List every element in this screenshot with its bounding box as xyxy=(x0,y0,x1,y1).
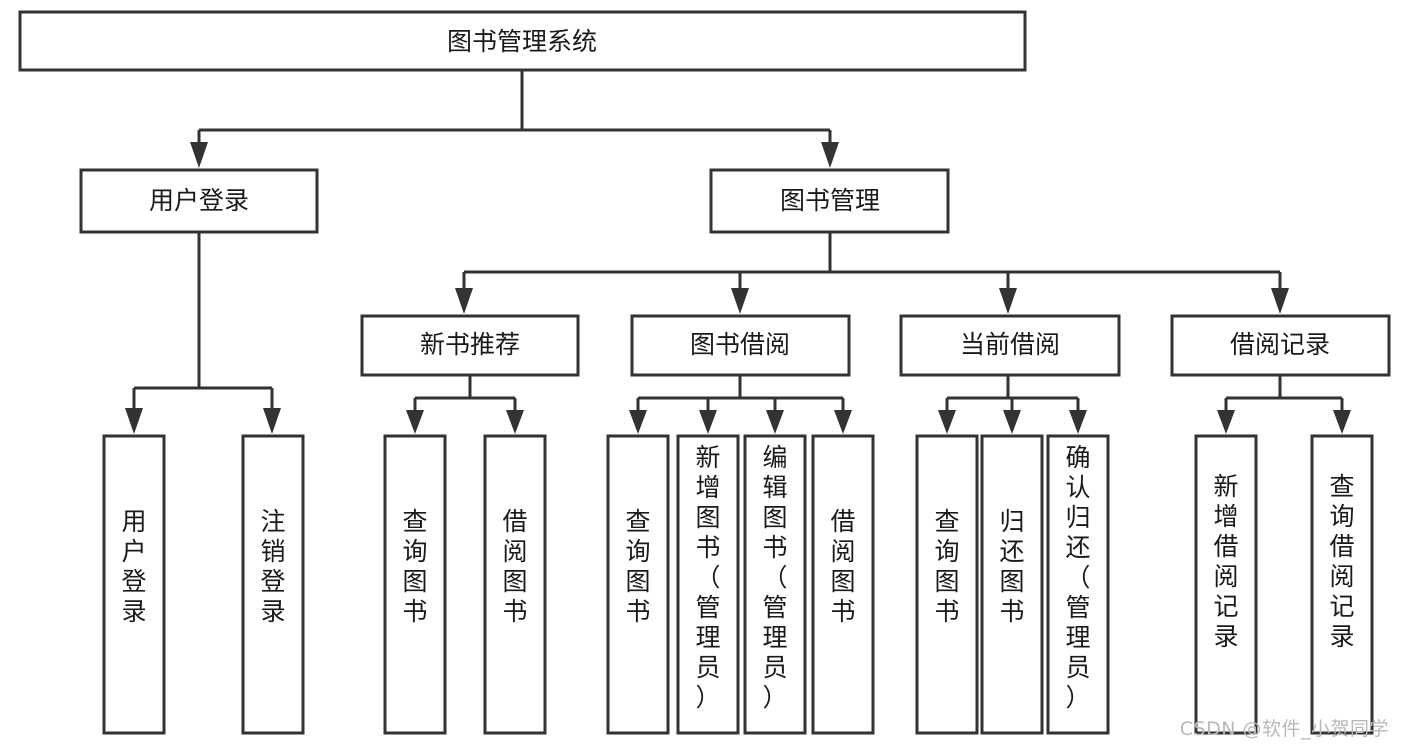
node-leaf-borrow-book-2[interactable]: 借阅图书 xyxy=(811,434,875,735)
node-new-book-rec-label: 新书推荐 xyxy=(420,330,520,359)
connector-group-book-manage xyxy=(455,232,1289,314)
node-leaf-query-book-2-label: 查询图书 xyxy=(625,507,650,626)
node-leaf-logout-rect[interactable] xyxy=(241,434,305,735)
arrow-head-leaf-query-book-1 xyxy=(406,410,424,434)
arrow-head-book-manage xyxy=(821,142,839,168)
node-user-login-label: 用户登录 xyxy=(149,186,249,215)
arrow-head-leaf-borrow-book-2 xyxy=(834,410,852,434)
node-leaf-user-login-rect[interactable] xyxy=(102,434,166,735)
arrow-head-leaf-query-record xyxy=(1333,410,1351,434)
connector-group-current-borrow xyxy=(938,375,1087,434)
arrow-head-leaf-confirm-return xyxy=(1069,410,1087,434)
node-leaf-logout-label: 注销登录 xyxy=(260,507,285,626)
node-root-label: 图书管理系统 xyxy=(447,27,597,56)
node-leaf-borrow-book-2-label: 借阅图书 xyxy=(830,507,855,626)
node-root[interactable]: 图书管理系统 xyxy=(18,10,1027,72)
node-leaf-add-record-label: 新增借阅记录 xyxy=(1213,472,1238,651)
node-borrow-record-rect[interactable] xyxy=(1170,314,1391,377)
arrow-head-leaf-query-book-2 xyxy=(629,410,647,434)
arrow-head-leaf-query-book-3 xyxy=(938,410,956,434)
node-leaf-borrow-book-1-rect[interactable] xyxy=(483,434,547,735)
connector-group-new-book-rec xyxy=(406,375,524,434)
node-borrow-record-label: 借阅记录 xyxy=(1230,330,1330,359)
arrow-head-leaf-add-book xyxy=(699,410,717,434)
node-leaf-confirm-return[interactable]: 确认归还（管理员） xyxy=(1046,434,1110,735)
node-leaf-edit-book[interactable]: 编辑图书（管理员） xyxy=(743,434,807,735)
arrow-head-leaf-borrow-book-1 xyxy=(506,410,524,434)
node-leaf-borrow-book-1[interactable]: 借阅图书 xyxy=(483,434,547,735)
node-book-borrow-rect[interactable] xyxy=(630,314,851,377)
arrow-head-book-borrow xyxy=(731,288,749,314)
node-new-book-rec-rect[interactable] xyxy=(360,314,580,377)
arrow-head-borrow-record xyxy=(1271,288,1289,314)
node-leaf-add-record[interactable]: 新增借阅记录 xyxy=(1194,434,1258,735)
connector-group-user-login xyxy=(125,232,281,434)
node-current-borrow-label: 当前借阅 xyxy=(960,330,1060,359)
node-user-login-rect[interactable] xyxy=(79,168,319,234)
node-borrow-record[interactable]: 借阅记录 xyxy=(1170,314,1391,377)
connector-group-book-borrow xyxy=(629,375,852,434)
node-user-login[interactable]: 用户登录 xyxy=(79,168,319,234)
node-book-manage-label: 图书管理 xyxy=(780,186,880,215)
node-leaf-query-record-label: 查询借阅记录 xyxy=(1329,472,1354,651)
node-leaf-return-book-rect[interactable] xyxy=(980,434,1044,735)
node-leaf-query-book-1[interactable]: 查询图书 xyxy=(383,434,447,735)
arrow-head-leaf-user-login xyxy=(125,408,143,434)
node-book-borrow[interactable]: 图书借阅 xyxy=(630,314,851,377)
node-leaf-query-record[interactable]: 查询借阅记录 xyxy=(1310,434,1374,735)
arrow-head-new-book-rec xyxy=(455,288,473,314)
node-leaf-query-book-3-rect[interactable] xyxy=(915,434,979,735)
node-current-borrow[interactable]: 当前借阅 xyxy=(899,314,1121,377)
arrow-head-leaf-return-book xyxy=(1003,410,1021,434)
node-book-manage-rect[interactable] xyxy=(709,168,950,234)
node-leaf-confirm-return-label: 确认归还（管理员） xyxy=(1065,443,1090,712)
arrow-head-user-login xyxy=(190,142,208,168)
node-new-book-rec[interactable]: 新书推荐 xyxy=(360,314,580,377)
node-leaf-query-book-3-label: 查询图书 xyxy=(934,507,959,626)
node-leaf-user-login[interactable]: 用户登录 xyxy=(102,434,166,735)
node-root-rect[interactable] xyxy=(18,10,1027,72)
node-leaf-query-book-2[interactable]: 查询图书 xyxy=(606,434,670,735)
arrow-head-current-borrow xyxy=(999,288,1017,314)
node-leaf-confirm-return-rect[interactable] xyxy=(1046,434,1110,735)
node-leaf-borrow-book-1-label: 借阅图书 xyxy=(502,507,527,626)
node-leaf-user-login-label: 用户登录 xyxy=(121,507,146,626)
node-leaf-logout[interactable]: 注销登录 xyxy=(241,434,305,735)
connector-group-borrow-record xyxy=(1217,375,1351,434)
node-leaf-borrow-book-2-rect[interactable] xyxy=(811,434,875,735)
arrow-head-leaf-add-record xyxy=(1217,410,1235,434)
node-leaf-query-book-3[interactable]: 查询图书 xyxy=(915,434,979,735)
node-leaf-add-book[interactable]: 新增图书（管理员） xyxy=(676,434,740,735)
node-leaf-add-record-rect[interactable] xyxy=(1194,434,1258,735)
connector-group-root xyxy=(190,70,839,168)
node-leaf-query-book-2-rect[interactable] xyxy=(606,434,670,735)
arrow-head-leaf-edit-book xyxy=(766,410,784,434)
node-leaf-add-book-label: 新增图书（管理员） xyxy=(695,443,720,712)
node-leaf-query-record-rect[interactable] xyxy=(1310,434,1374,735)
node-leaf-edit-book-rect[interactable] xyxy=(743,434,807,735)
node-leaf-query-book-1-label: 查询图书 xyxy=(402,507,427,626)
node-book-manage[interactable]: 图书管理 xyxy=(709,168,950,234)
node-leaf-return-book-label: 归还图书 xyxy=(999,507,1024,626)
node-leaf-query-book-1-rect[interactable] xyxy=(383,434,447,735)
node-leaf-return-book[interactable]: 归还图书 xyxy=(980,434,1044,735)
node-leaf-add-book-rect[interactable] xyxy=(676,434,740,735)
node-leaf-edit-book-label: 编辑图书（管理员） xyxy=(762,443,787,712)
node-book-borrow-label: 图书借阅 xyxy=(690,330,790,359)
node-current-borrow-rect[interactable] xyxy=(899,314,1121,377)
arrow-head-leaf-logout xyxy=(263,408,281,434)
